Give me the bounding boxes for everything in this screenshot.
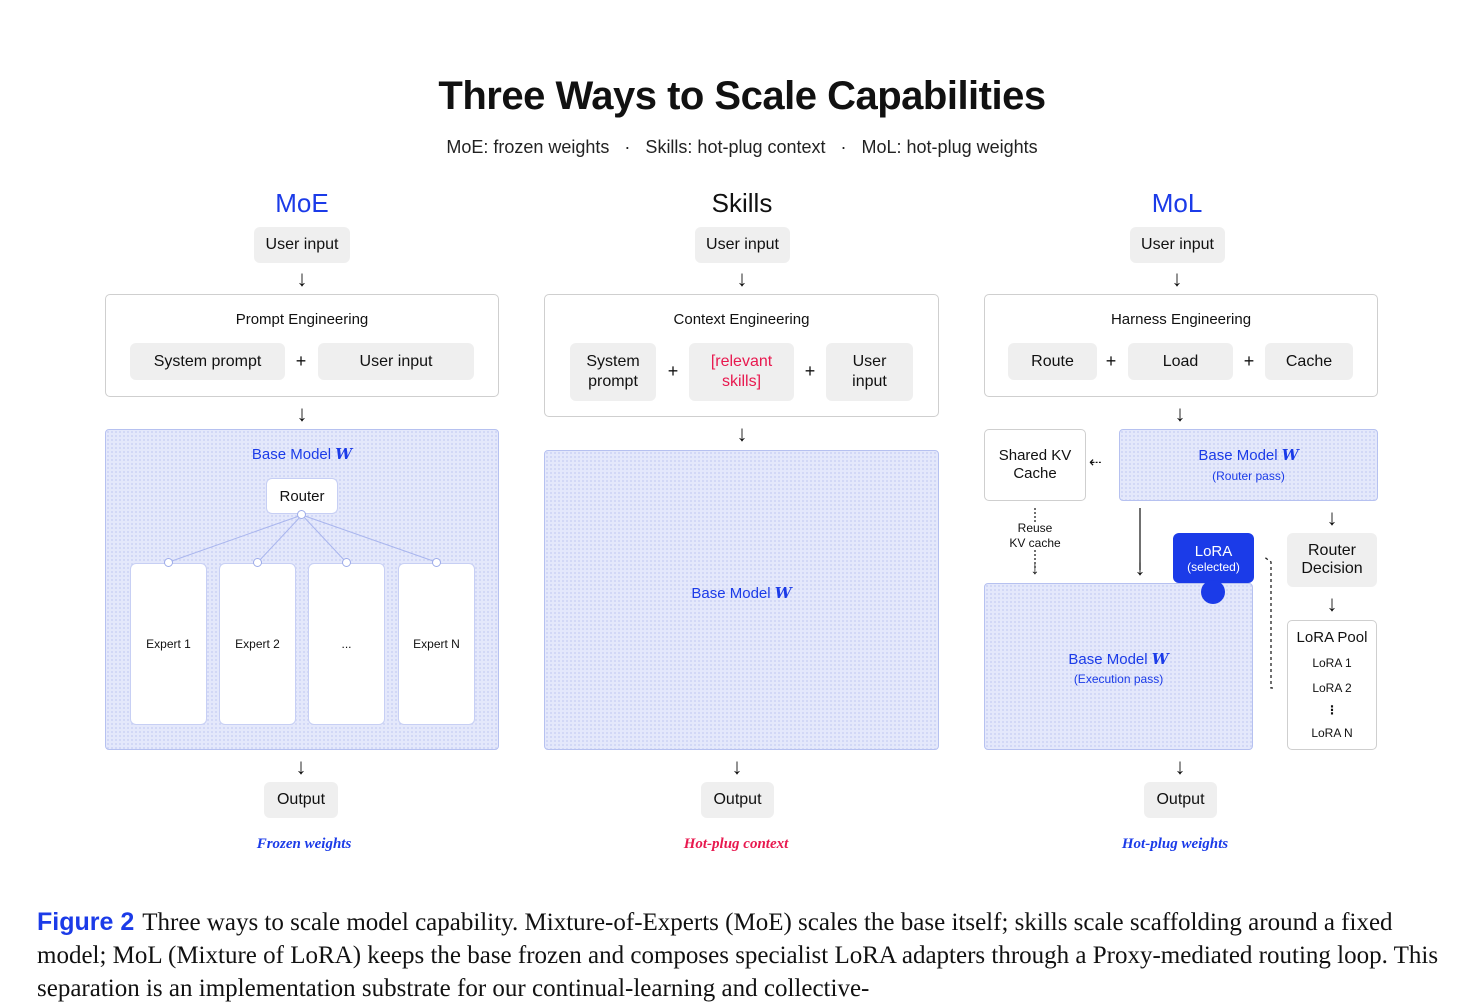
- moe-arrow-3: ↓: [295, 754, 307, 779]
- mol-tag: Hot-plug weights: [1121, 836, 1229, 852]
- lora-pool: [1287, 620, 1377, 750]
- lora-selected: LoRA (selected): [1173, 533, 1254, 583]
- figure-label: Figure 2: [37, 908, 135, 936]
- skills-base-model: [544, 450, 939, 750]
- moe-arrow-1: ↓: [296, 266, 308, 291]
- skills-output: Output: [701, 782, 774, 818]
- execution-arrow: ↓: [1134, 555, 1146, 580]
- lora-pool-item: LoRA N: [1311, 726, 1353, 740]
- router-pass-model: [1119, 429, 1378, 501]
- weight-symbol: W: [335, 445, 353, 463]
- weight-symbol: W: [774, 584, 792, 602]
- mol-arrow-2: ↓: [1174, 401, 1186, 426]
- mol-arrow-1: ↓: [1171, 266, 1183, 291]
- skills-heading: Skills: [711, 188, 773, 218]
- router-port: [297, 510, 306, 519]
- router-connections: [168, 514, 437, 563]
- skills-engineering-label: Context Engineering: [673, 311, 810, 328]
- lora-plug-icon: [1201, 580, 1225, 604]
- figure-title: Three Ways to Scale Capabilities: [438, 74, 1046, 118]
- mol-user-input: User input: [1130, 227, 1225, 263]
- mol-heading: MoL: [1151, 188, 1203, 218]
- mol-plus-2: +: [1243, 351, 1255, 371]
- skills-plus-1: +: [667, 361, 679, 381]
- expert-box: Expert N: [398, 563, 475, 725]
- moe-user-input: User input: [254, 227, 350, 263]
- lora-pool-arrow: ↓: [1326, 591, 1338, 616]
- expert-port: [432, 558, 441, 567]
- moe-engineering-label: Prompt Engineering: [235, 311, 369, 328]
- expert-box: Expert 2: [219, 563, 296, 725]
- mol-connectors: [1034, 508, 1273, 689]
- moe-prompt-user-input: User input: [318, 343, 474, 380]
- skills-tag: Hot-plug context: [683, 836, 789, 852]
- skills-arrow-3: ↓: [731, 754, 743, 779]
- expert-port: [253, 558, 262, 567]
- execution-pass-model: [984, 583, 1253, 750]
- dashed-arrow-left: ⇠: [1089, 454, 1102, 471]
- execution-pass-sub: (Execution pass): [1073, 672, 1164, 686]
- moe-output: Output: [264, 782, 338, 818]
- moe-arrow-2: ↓: [296, 401, 308, 426]
- lora-pool-title: LoRA Pool: [1296, 629, 1368, 646]
- skills-plus-2: +: [804, 361, 816, 381]
- lora-pool-item: ⋮: [1326, 703, 1338, 717]
- router-pass-sub: (Router pass): [1212, 469, 1285, 483]
- mol-engineering-label: Harness Engineering: [1110, 311, 1252, 328]
- weight-symbol: W: [1281, 446, 1299, 464]
- mol-output: Output: [1144, 782, 1217, 818]
- mol-arrow-3: ↓: [1174, 754, 1186, 779]
- skills-arrow-1: ↓: [736, 266, 748, 291]
- lora-pool-item: LoRA 2: [1312, 681, 1352, 695]
- router-box: Router: [266, 478, 338, 514]
- skills-arrow-2: ↓: [736, 421, 748, 446]
- skills-user-input: User input: [695, 227, 790, 263]
- route-step: Route: [1008, 343, 1097, 380]
- expert-port: [164, 558, 173, 567]
- load-step: Load: [1128, 343, 1233, 380]
- execution-pass-label: Base Model W: [1068, 650, 1169, 668]
- caption-text: Three ways to scale model capability. Mi…: [37, 909, 1439, 1002]
- moe-tag: Frozen weights: [256, 836, 352, 852]
- expert-box: ...: [308, 563, 385, 725]
- reuse-arrow: ↓: [1030, 558, 1040, 578]
- skills-base-model-label: Base Model W: [691, 584, 792, 602]
- expert-box: Expert 1: [130, 563, 207, 725]
- figure-subtitle: MoE: frozen weights · Skills: hot-plug c…: [446, 137, 1038, 157]
- mol-plus-1: +: [1105, 351, 1117, 371]
- moe-system-prompt: System prompt: [130, 343, 285, 380]
- expert-port: [342, 558, 351, 567]
- cache-step: Cache: [1265, 343, 1353, 380]
- lora-pool-item: LoRA 1: [1312, 656, 1352, 670]
- moe-plus: +: [295, 351, 307, 371]
- router-decision-arrow-in: ↓: [1326, 505, 1338, 530]
- moe-base-model-label: Base Model W: [251, 445, 353, 463]
- weight-symbol: W: [1151, 650, 1169, 668]
- router-pass-label: Base Model W: [1198, 446, 1299, 464]
- moe-heading: MoE: [275, 188, 329, 218]
